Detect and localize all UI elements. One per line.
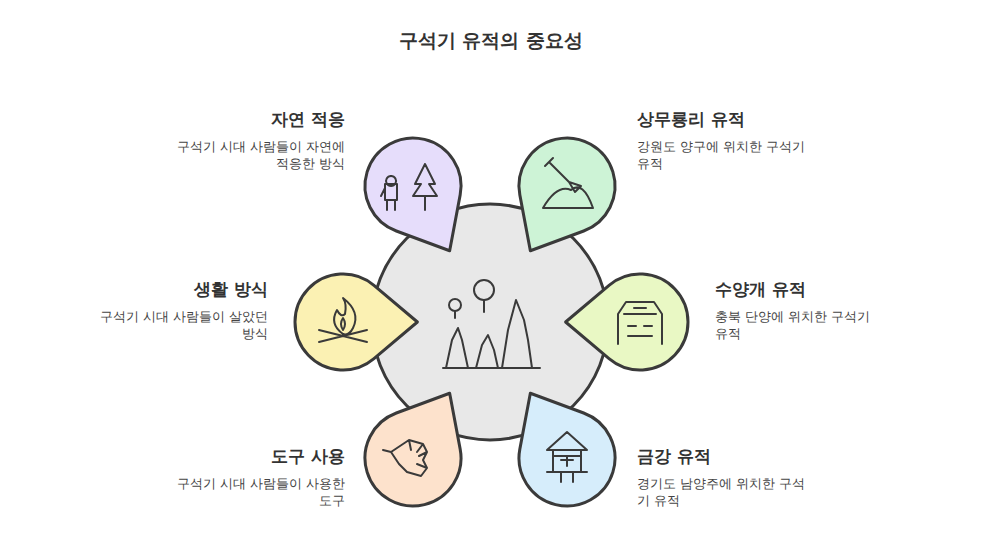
petal-shape (519, 138, 615, 251)
item-description: 구석기 시대 사람들이 살았던 방식 (98, 308, 268, 342)
petal-shape (519, 393, 615, 506)
site-item: 자연 적응구석기 시대 사람들이 자연에 적응한 방식 (177, 108, 345, 172)
site-item: 생활 방식구석기 시대 사람들이 살았던 방식 (98, 278, 268, 342)
site-item: 도구 사용구석기 시대 사람들이 사용한 도구 (177, 445, 345, 509)
item-heading: 수양개 유적 (715, 278, 885, 300)
diagram-title: 구석기 유적의 중요성 (0, 28, 982, 54)
item-description: 강원도 양구에 위치한 구석기 유적 (637, 138, 805, 172)
site-item: 금강 유적경기도 남양주에 위치한 구석기 유적 (637, 445, 805, 509)
item-heading: 자연 적응 (177, 108, 345, 130)
petal-icon (543, 158, 593, 208)
item-heading: 생활 방식 (98, 278, 268, 300)
petal-shape (365, 393, 461, 506)
petal-shape (566, 274, 688, 370)
hub-illustration (443, 280, 540, 368)
site-item: 상무룡리 유적강원도 양구에 위치한 구석기 유적 (637, 108, 805, 172)
item-heading: 상무룡리 유적 (637, 108, 805, 130)
petal-shape (365, 138, 461, 251)
petal-shape (295, 274, 417, 370)
petal-icon (381, 164, 437, 210)
item-heading: 도구 사용 (177, 445, 345, 467)
item-heading: 금강 유적 (637, 445, 805, 467)
petal-icon (547, 432, 587, 482)
petal-icon (383, 440, 427, 476)
petal-icon (319, 298, 367, 342)
site-item: 수양개 유적충북 단양에 위치한 구석기 유적 (715, 278, 885, 342)
petal-icon (618, 302, 662, 344)
item-description: 구석기 시대 사람들이 사용한 도구 (177, 475, 345, 509)
item-description: 경기도 남양주에 위치한 구석기 유적 (637, 475, 805, 509)
item-description: 충북 단양에 위치한 구석기 유적 (715, 308, 885, 342)
item-description: 구석기 시대 사람들이 자연에 적응한 방식 (177, 138, 345, 172)
